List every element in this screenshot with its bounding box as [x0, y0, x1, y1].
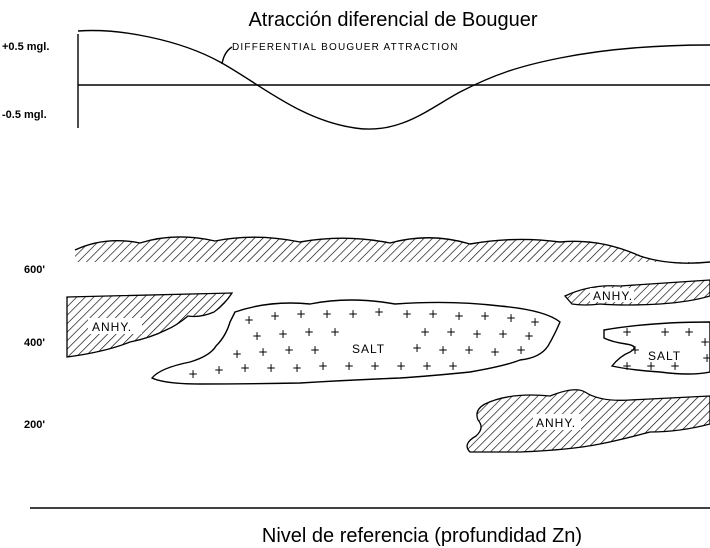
svg-text:+: + — [506, 311, 516, 325]
anhydrite-label-right-top: ANHY. — [593, 289, 633, 303]
svg-text:+: + — [232, 347, 242, 361]
svg-text:+: + — [630, 343, 640, 357]
svg-text:+: + — [244, 313, 254, 327]
salt-label-main: SALT — [352, 342, 385, 356]
salt-label-right: SALT — [648, 349, 681, 363]
gravity-profile: +0.5 mgl. -0.5 mgl. DIFFERENTIAL BOUGUER… — [2, 29, 710, 130]
anhydrite-body-right-top: ANHY. — [563, 279, 710, 306]
svg-text:+: + — [498, 327, 508, 341]
svg-text:+: + — [304, 325, 314, 339]
anhydrite-body-bottom: ANHY. — [466, 389, 710, 453]
svg-text:+: + — [472, 327, 482, 341]
svg-text:+: + — [464, 343, 474, 357]
svg-text:+: + — [700, 335, 710, 349]
salt-crosses: +++ +++ +++ +++ +++ +++ +++ +++ +++ +++ … — [188, 305, 540, 381]
svg-text:+: + — [402, 307, 412, 321]
diagram-title: Atracción diferencial de Bouguer — [248, 9, 537, 31]
svg-text:+: + — [480, 309, 490, 323]
anhydrite-body-left: ANHY. — [66, 292, 234, 358]
curve-label: DIFFERENTIAL BOUGUER ATTRACTION — [232, 42, 459, 53]
topographic-surface — [74, 236, 710, 264]
svg-text:+: + — [454, 309, 464, 323]
svg-text:+: + — [278, 327, 288, 341]
svg-text:+: + — [516, 343, 526, 357]
curve-label-leader — [221, 46, 233, 65]
svg-text:+: + — [660, 325, 670, 339]
depth-label-400: 400' — [24, 337, 45, 349]
svg-text:+: + — [446, 325, 456, 339]
svg-text:+: + — [258, 345, 268, 359]
svg-text:+: + — [412, 341, 422, 355]
svg-text:+: + — [214, 363, 224, 377]
svg-text:+: + — [646, 359, 656, 373]
svg-text:+: + — [188, 367, 198, 381]
svg-text:+: + — [622, 325, 632, 339]
svg-text:+: + — [448, 359, 458, 373]
svg-text:+: + — [296, 307, 306, 321]
svg-text:+: + — [396, 359, 406, 373]
svg-text:+: + — [284, 343, 294, 357]
svg-text:+: + — [348, 307, 358, 321]
reference-level-caption: Nivel de referencia (profundidad Zn) — [262, 525, 582, 547]
svg-text:+: + — [524, 329, 534, 343]
bouguer-anomaly-curve — [77, 29, 710, 130]
salt-body-main: +++ +++ +++ +++ +++ +++ +++ +++ +++ +++ … — [150, 299, 561, 385]
svg-text:+: + — [670, 359, 680, 373]
salt-body-right: + + + + + + + + + SALT — [603, 321, 710, 375]
svg-text:+: + — [490, 345, 500, 359]
svg-text:+: + — [530, 315, 540, 329]
svg-text:+: + — [684, 325, 694, 339]
svg-text:+: + — [344, 359, 354, 373]
svg-text:+: + — [374, 305, 384, 319]
gravity-tick-top: +0.5 mgl. — [2, 41, 49, 53]
svg-text:+: + — [252, 329, 262, 343]
svg-text:+: + — [310, 343, 320, 357]
svg-text:+: + — [240, 361, 250, 375]
depth-label-200: 200' — [24, 419, 45, 431]
anhydrite-label-left: ANHY. — [92, 320, 132, 334]
svg-text:+: + — [428, 307, 438, 321]
svg-text:+: + — [330, 325, 340, 339]
svg-text:+: + — [292, 361, 302, 375]
svg-text:+: + — [266, 361, 276, 375]
svg-text:+: + — [420, 325, 430, 339]
svg-text:+: + — [438, 343, 448, 357]
depth-label-600: 600' — [24, 264, 45, 276]
svg-text:+: + — [702, 351, 710, 365]
svg-text:+: + — [318, 359, 328, 373]
svg-text:+: + — [622, 359, 632, 373]
svg-text:+: + — [370, 359, 380, 373]
svg-text:+: + — [422, 359, 432, 373]
svg-text:+: + — [322, 307, 332, 321]
gravity-tick-bottom: -0.5 mgl. — [2, 109, 47, 121]
anhydrite-label-bottom: ANHY. — [536, 416, 576, 430]
svg-text:+: + — [270, 309, 280, 323]
